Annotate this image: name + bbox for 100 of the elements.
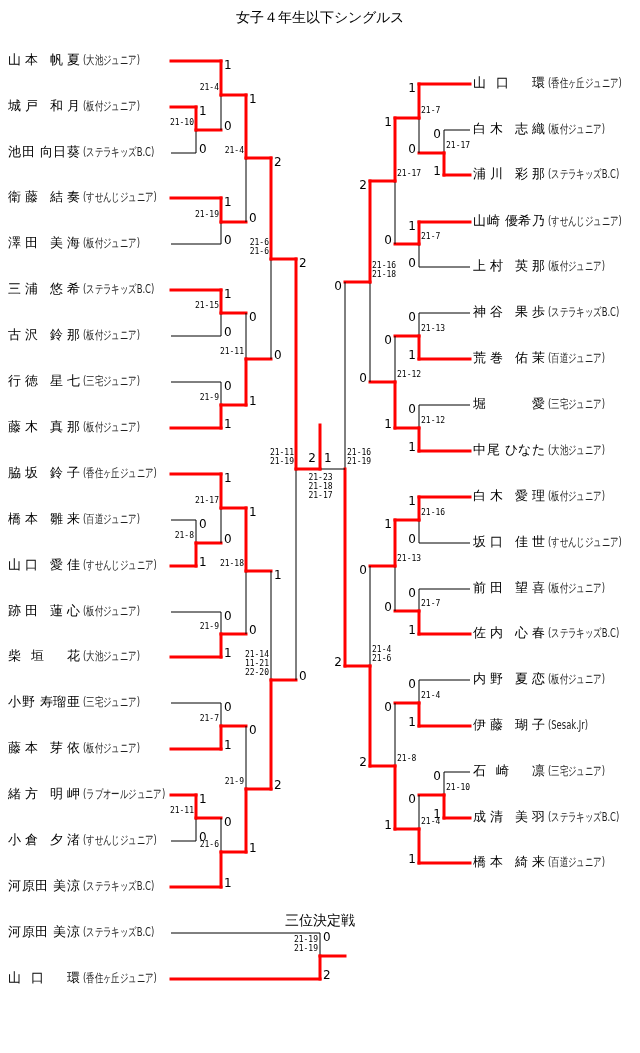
score: 1 [408, 220, 416, 232]
club-name: (板付ジュニア) [83, 98, 140, 115]
game-score: 21-16 21-19 [347, 448, 373, 466]
club-name: (すせんじジュニア) [548, 534, 622, 551]
score: 1 [199, 556, 207, 568]
score: 1 [224, 877, 232, 889]
club-name: (大池ジュニア) [548, 442, 605, 459]
score: 0 [249, 624, 257, 636]
player-name: 中尾 ひなた [473, 441, 545, 459]
game-score: 21-13 [397, 554, 423, 563]
score: 1 [384, 819, 392, 831]
score: 1 [324, 452, 332, 464]
club-name: (大池ジュニア) [83, 52, 140, 69]
score: 0 [408, 311, 416, 323]
score: 0 [433, 128, 441, 140]
club-name: (板付ジュニア) [83, 740, 140, 757]
game-score: 21-15 [193, 301, 219, 310]
game-score: 21-23 21-18 21-17 [307, 473, 334, 500]
club-name: (板付ジュニア) [83, 603, 140, 620]
game-score: 21-6 21-6 [248, 238, 269, 256]
player-name: 橋本 綺来 [473, 853, 545, 871]
game-score: 21-4 [421, 691, 442, 700]
game-score: 21-14 11-21 22-20 [243, 650, 269, 677]
score: 0 [224, 816, 232, 828]
score: 1 [199, 105, 207, 117]
club-name: (香住ヶ丘ジュニア) [83, 465, 157, 482]
score: 1 [224, 59, 232, 71]
player-name: 脇坂 鈴子 [8, 464, 80, 482]
game-score: 21-4 21-6 [372, 645, 393, 663]
club-name: (香住ヶ丘ジュニア) [548, 75, 622, 92]
score: 0 [199, 518, 207, 530]
player-name: 池田 向日葵 [8, 143, 80, 161]
player-name: 柴垣 花 [8, 647, 80, 665]
game-score: 21-9 [198, 393, 219, 402]
club-name: (板付ジュニア) [548, 121, 605, 138]
score: 1 [249, 395, 257, 407]
club-name: (ステラキッズB.C) [83, 281, 155, 298]
player-name: 小野 寿瑠亜 [8, 693, 80, 711]
section-heading: 三位決定戦 [285, 912, 355, 928]
player-name: 行徳 星七 [8, 372, 80, 390]
player-name: 河原田 美涼 [8, 923, 80, 941]
player-name: 山口 環 [8, 969, 80, 987]
club-name: (ラブオールジュニア) [83, 786, 166, 803]
game-score: 21-18 [218, 559, 244, 568]
score: 2 [274, 156, 282, 168]
player-name: 山口 愛佳 [8, 556, 80, 574]
game-score: 21-19 [193, 210, 219, 219]
score: 0 [359, 372, 367, 384]
score: 0 [359, 564, 367, 576]
score: 1 [199, 793, 207, 805]
score: 1 [384, 116, 392, 128]
player-name: 澤田 美海 [8, 234, 80, 252]
game-score: 21-7 [421, 232, 442, 241]
club-name: (三宅ジュニア) [83, 373, 140, 390]
club-name: (板付ジュニア) [548, 258, 605, 275]
score: 0 [408, 793, 416, 805]
score: 1 [408, 82, 416, 94]
club-name: (ステラキッズB.C) [83, 924, 155, 941]
score: 0 [224, 234, 232, 246]
score: 0 [408, 533, 416, 545]
player-name: 浦川 彩那 [473, 165, 545, 183]
game-score: 21-7 [421, 106, 442, 115]
game-score: 21-17 [193, 496, 219, 505]
score: 0 [224, 120, 232, 132]
player-name: 山口 環 [473, 74, 545, 92]
score: 0 [224, 380, 232, 392]
score: 2 [359, 179, 367, 191]
score: 1 [384, 518, 392, 530]
score: 1 [408, 349, 416, 361]
score: 2 [274, 779, 282, 791]
club-name: (ステラキッズB.C) [548, 625, 620, 642]
score: 0 [224, 533, 232, 545]
club-name: (板付ジュニア) [548, 580, 605, 597]
score: 1 [408, 441, 416, 453]
score: 0 [408, 678, 416, 690]
player-name: 上村 英那 [473, 257, 545, 275]
game-score: 21-17 [397, 169, 423, 178]
game-score: 21-8 [173, 531, 194, 540]
score: 0 [199, 143, 207, 155]
score: 1 [224, 647, 232, 659]
club-name: (すせんじジュニア) [548, 213, 622, 230]
game-score: 21-4 [198, 83, 219, 92]
club-name: (板付ジュニア) [83, 327, 140, 344]
player-name: 神谷 果歩 [473, 303, 545, 321]
player-name: 白木 愛理 [473, 487, 545, 505]
score: 0 [384, 601, 392, 613]
score: 1 [408, 624, 416, 636]
score: 1 [224, 472, 232, 484]
player-name: 坂口 佳世 [473, 533, 545, 551]
score: 1 [408, 853, 416, 865]
game-score: 21-11 [218, 347, 244, 356]
club-name: (板付ジュニア) [548, 671, 605, 688]
player-name: 古沢 鈴那 [8, 326, 80, 344]
club-name: (ステラキッズB.C) [83, 144, 155, 161]
club-name: (ステラキッズB.C) [548, 166, 620, 183]
score: 0 [249, 212, 257, 224]
score: 0 [249, 724, 257, 736]
club-name: (ステラキッズB.C) [548, 809, 620, 826]
score: 2 [334, 656, 342, 668]
game-score: 21-19 21-19 [292, 935, 318, 953]
